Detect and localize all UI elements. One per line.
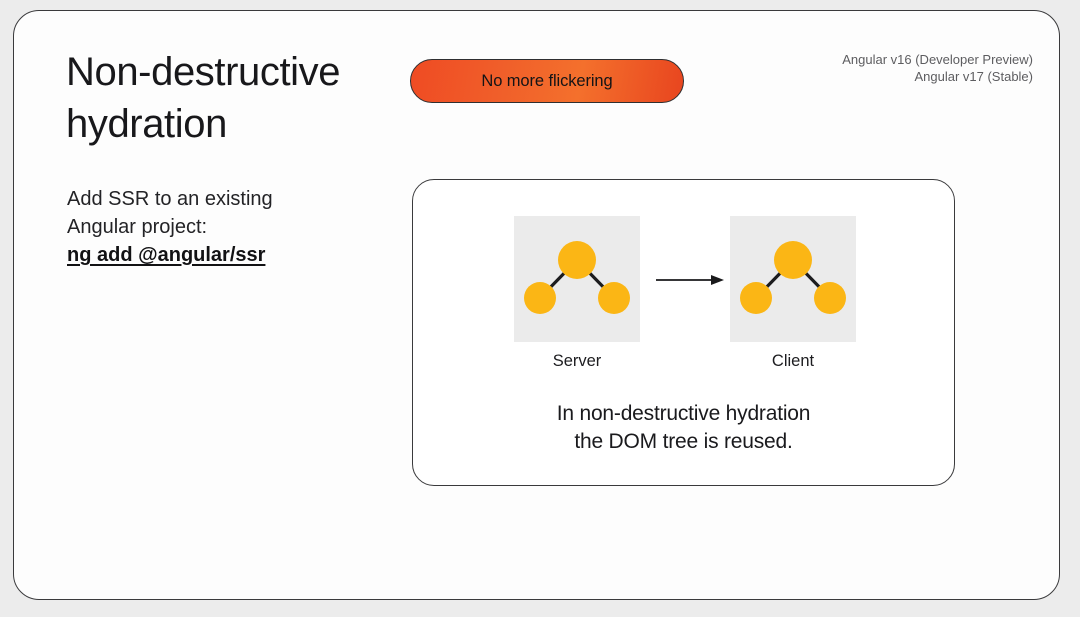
- client-panel-label: Client: [771, 352, 815, 370]
- diagram-caption-line-2: the DOM tree is reused.: [574, 430, 793, 453]
- status-badge-label: No more flickering: [481, 71, 613, 90]
- client-dom-tree-icon: [740, 241, 846, 314]
- diagram-card: Server Client In non-destructive hydrati…: [412, 179, 955, 486]
- diagram-caption: In non-destructive hydration the DOM tre…: [413, 400, 954, 456]
- page-title-line-1: Non-destructive: [66, 50, 341, 94]
- version-note-line-2: Angular v17 (Stable): [914, 69, 1033, 84]
- server-panel: [514, 216, 640, 342]
- version-note: Angular v16 (Developer Preview) Angular …: [842, 51, 1033, 85]
- server-panel-label: Server: [552, 352, 602, 370]
- page-title-line-2: hydration: [66, 102, 227, 146]
- server-dom-tree-icon: [524, 241, 630, 314]
- version-note-line-1: Angular v16 (Developer Preview): [842, 52, 1033, 67]
- slide-frame: Non-destructive hydration No more flicke…: [13, 10, 1060, 600]
- body-copy-line-1: Add SSR to an existing: [67, 188, 273, 210]
- page-title: Non-destructive hydration: [66, 46, 486, 150]
- body-copy-line-2: Angular project:: [67, 216, 208, 238]
- diagram-caption-line-1: In non-destructive hydration: [556, 402, 811, 425]
- client-panel: [730, 216, 856, 342]
- arrow-right-icon: [656, 272, 724, 288]
- arrow-right-glyph: [656, 275, 724, 285]
- body-copy: Add SSR to an existing Angular project: …: [67, 185, 387, 269]
- status-badge: No more flickering: [410, 59, 684, 103]
- install-command: ng add @angular/ssr: [67, 244, 266, 266]
